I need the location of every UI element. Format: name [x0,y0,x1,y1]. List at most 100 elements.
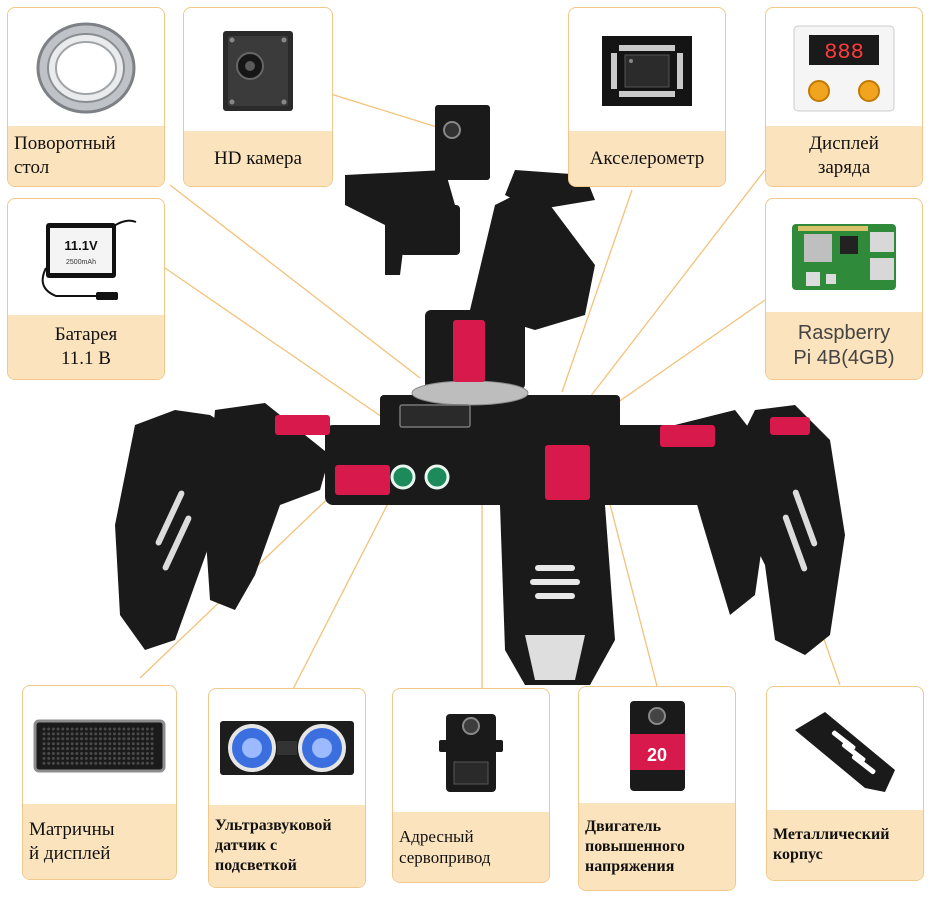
matrix-led-dot [42,761,46,765]
matrix-led-dot [84,747,88,751]
matrix-led-dot [145,742,149,746]
matrix-led-dot [84,761,88,765]
matrix-led-dot [141,742,145,746]
matrix-led-dot [103,742,107,746]
matrix-led-dot [89,742,93,746]
matrix-led-dot [94,752,98,755]
matrix-led-dot [145,732,149,736]
matrix-led-dot [56,761,60,765]
matrix-led-dot [84,756,88,760]
matrix-led-dot [61,761,65,765]
matrix-led-dot [122,756,126,760]
matrix-led-dot [117,752,121,755]
matrix-led-dot [70,761,74,765]
matrix-led-dot [80,742,84,746]
matrix-led-dot [66,732,69,736]
matrix-led-dot [113,747,116,751]
matrix-led-dot [42,747,46,751]
matrix-led-dot [70,727,74,731]
matrix-led-dot [150,747,154,751]
matrix-led-dot [56,737,60,741]
matrix-led-dot [56,752,60,755]
matrix-led-dot [84,727,88,731]
matrix-led-dot [42,737,46,741]
card-turntable: Поворотный стол [7,7,165,187]
matrix-led-dot [122,742,126,746]
arm-accent-servo [453,320,485,382]
battery-pack-text: 11.1V [64,238,98,253]
matrix-led-dot [61,727,65,731]
matrix-led-dot [70,756,74,760]
matrix-led-dot [61,747,65,751]
matrix-led-dot [131,742,135,746]
matrix-led-dot [108,732,112,736]
matrix-led-dot [103,737,107,741]
matrix-led-dot [98,752,102,755]
matrix-led-dot [145,747,149,751]
matrix-led-dot [80,732,84,736]
card-matrix: Матричны й дисплей [22,685,177,880]
matrix-led-dot [108,727,112,731]
card-servo: Адресный сервопривод [392,688,550,883]
matrix-led-dot [127,756,131,760]
matrix-led-dot [150,752,154,755]
leg-accent-right [660,425,715,447]
leg-cutout-2 [162,515,192,571]
matrix-led-dot [51,742,55,746]
matrix-led-dot [136,752,140,755]
matrix-led-dot [98,737,102,741]
ultrasonic-sensor-icon [220,721,354,775]
front-leg-slot-3 [535,593,575,599]
metal-leg-icon [795,711,895,792]
matrix-led-dot [98,747,102,751]
matrix-led-dot [94,727,98,731]
card-ultrasonic: Ультразвуковой датчик с подсветкой [208,688,366,888]
matrix-led-dot [80,752,84,755]
matrix-led-dot [117,727,121,731]
matrix-led-dot [89,732,93,736]
arm-link-1 [470,185,595,330]
servo-icon [439,714,503,792]
matrix-led-dot [61,756,65,760]
matrix-led-dot [47,742,51,746]
arm-camera-lens [443,121,461,139]
matrix-led-dot [122,737,126,741]
matrix-led-dot [47,761,51,765]
matrix-led-dot [89,756,93,760]
matrix-led-dot [47,756,51,760]
matrix-led-dot [89,727,93,731]
camera-label: HD камера [214,147,302,169]
turntable-ring [411,380,529,406]
matrix-led-dot [141,761,145,765]
matrix-led-dot [98,761,102,765]
matrix-led-dot [42,756,46,760]
matrix-led-dot [113,742,116,746]
matrix-led-dot [84,742,88,746]
ultrasonic-eye-left [390,464,416,490]
matrix-led-dot [113,752,116,755]
card-battery: 11.1V 2500mAh Батарея 11.1 В [7,198,165,380]
matrix-led-dot [75,727,79,731]
front-led-matrix [399,404,471,428]
matrix-led-dot [131,756,135,760]
matrix-led-dot [56,742,60,746]
matrix-led-dot [75,742,79,746]
accelerometer-label: Акселерометр [589,147,705,169]
matrix-led-dot [84,732,88,736]
matrix-led-dot [47,747,51,751]
matrix-led-dot [75,747,79,751]
battery-pack-sub: 2500mAh [66,259,96,266]
matrix-led-dot [145,756,149,760]
matrix-led-dot [80,747,84,751]
matrix-led-dot [113,761,116,765]
matrix-led-dot [61,737,65,741]
matrix-led-dot [122,727,126,731]
matrix-led-dot [42,752,46,755]
matrix-led-dot [131,747,135,751]
matrix-led-dot [89,737,93,741]
matrix-led-dot [150,727,154,731]
matrix-led-dot [94,742,98,746]
hv-servo-icon: 20 [629,701,685,791]
matrix-led-dot [51,756,55,760]
matrix-led-dot [136,732,140,736]
